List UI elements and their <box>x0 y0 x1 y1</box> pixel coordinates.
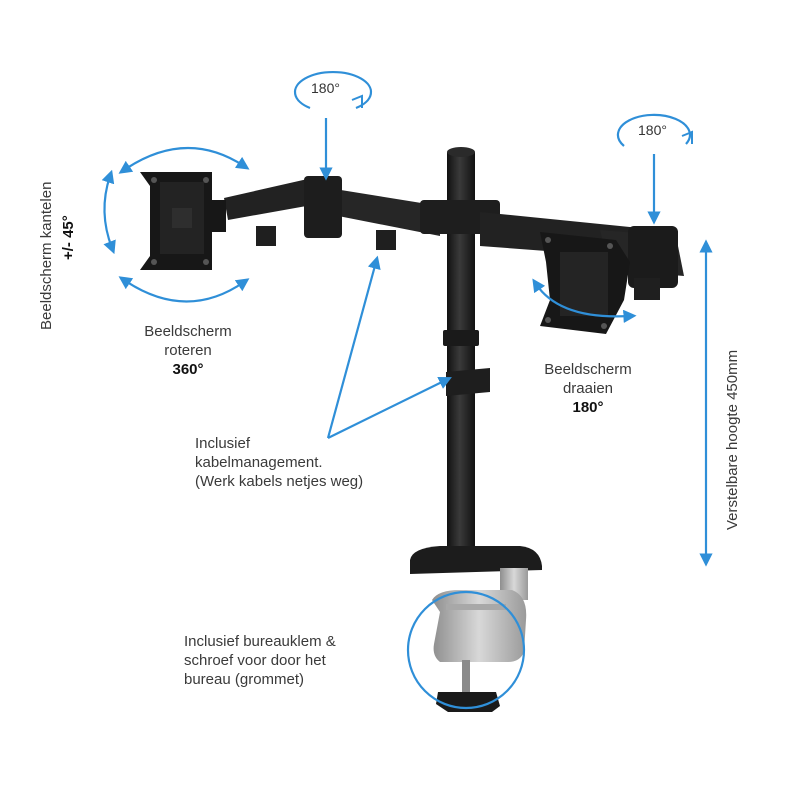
tilt-label: Beeldscherm kantelen <box>38 182 55 330</box>
rotate-line2: roteren <box>164 342 212 359</box>
mount-base <box>410 546 542 574</box>
cable-management-label: Inclusief kabelmanagement. (Werk kabels … <box>195 434 435 491</box>
mount-pole <box>447 150 475 555</box>
tilt-value-wrap: +/- 45° <box>60 215 77 260</box>
pointer-arrow-icon <box>326 255 381 439</box>
clamp-screw <box>462 660 470 696</box>
rotation-arrow-icon <box>293 71 373 110</box>
clamp-line3: bureau (grommet) <box>184 671 305 688</box>
rotation-arrow-icon <box>118 276 250 303</box>
clamp-label: Inclusief bureauklem & schroef voor door… <box>184 632 404 689</box>
tilt-title: Beeldscherm kantelen <box>38 181 55 330</box>
rotate-value: 360° <box>172 361 204 378</box>
left-vesa-plate <box>140 172 226 270</box>
rotate-label: Beeldscherm roteren 360° <box>108 322 268 379</box>
badge-left-value: 180° <box>311 80 340 96</box>
rotation-arrow-icon <box>532 278 637 323</box>
tilt-value: +/- 45° <box>60 215 77 260</box>
double-arrow-icon <box>101 169 116 255</box>
desk-mount <box>140 147 684 712</box>
right-vesa-plate <box>540 232 630 334</box>
clamp-highlight-circle <box>406 590 526 710</box>
rotate-line1: Beeldscherm <box>144 323 232 340</box>
swivel-line2: draaien <box>562 380 614 397</box>
cable-line1: Inclusief <box>195 435 251 452</box>
badge-right-value: 180° <box>638 122 667 138</box>
swivel-line1: Beeldscherm <box>544 361 632 378</box>
swivel-label: Beeldscherm draaien 180° <box>508 360 668 417</box>
cable-line3: (Werk kabels netjes weg) <box>195 473 364 490</box>
clamp-line1: Inclusief bureauklem & <box>184 633 336 650</box>
left-arm-outer <box>316 186 440 236</box>
rotation-arrow-icon <box>118 146 250 174</box>
cable-clip <box>446 368 490 396</box>
pointer-arrow-icon <box>327 376 452 439</box>
annotations <box>101 71 713 710</box>
height-label: Verstelbare hoogte 450mm <box>724 349 741 530</box>
right-arm-joint <box>628 226 678 288</box>
swivel-value: 180° <box>572 399 604 416</box>
clamp-bracket <box>432 590 527 662</box>
cable-line2: kabelmanagement. <box>195 454 323 471</box>
clamp-line2: schroef voor door het <box>184 652 326 669</box>
left-arm-joint <box>304 176 342 238</box>
